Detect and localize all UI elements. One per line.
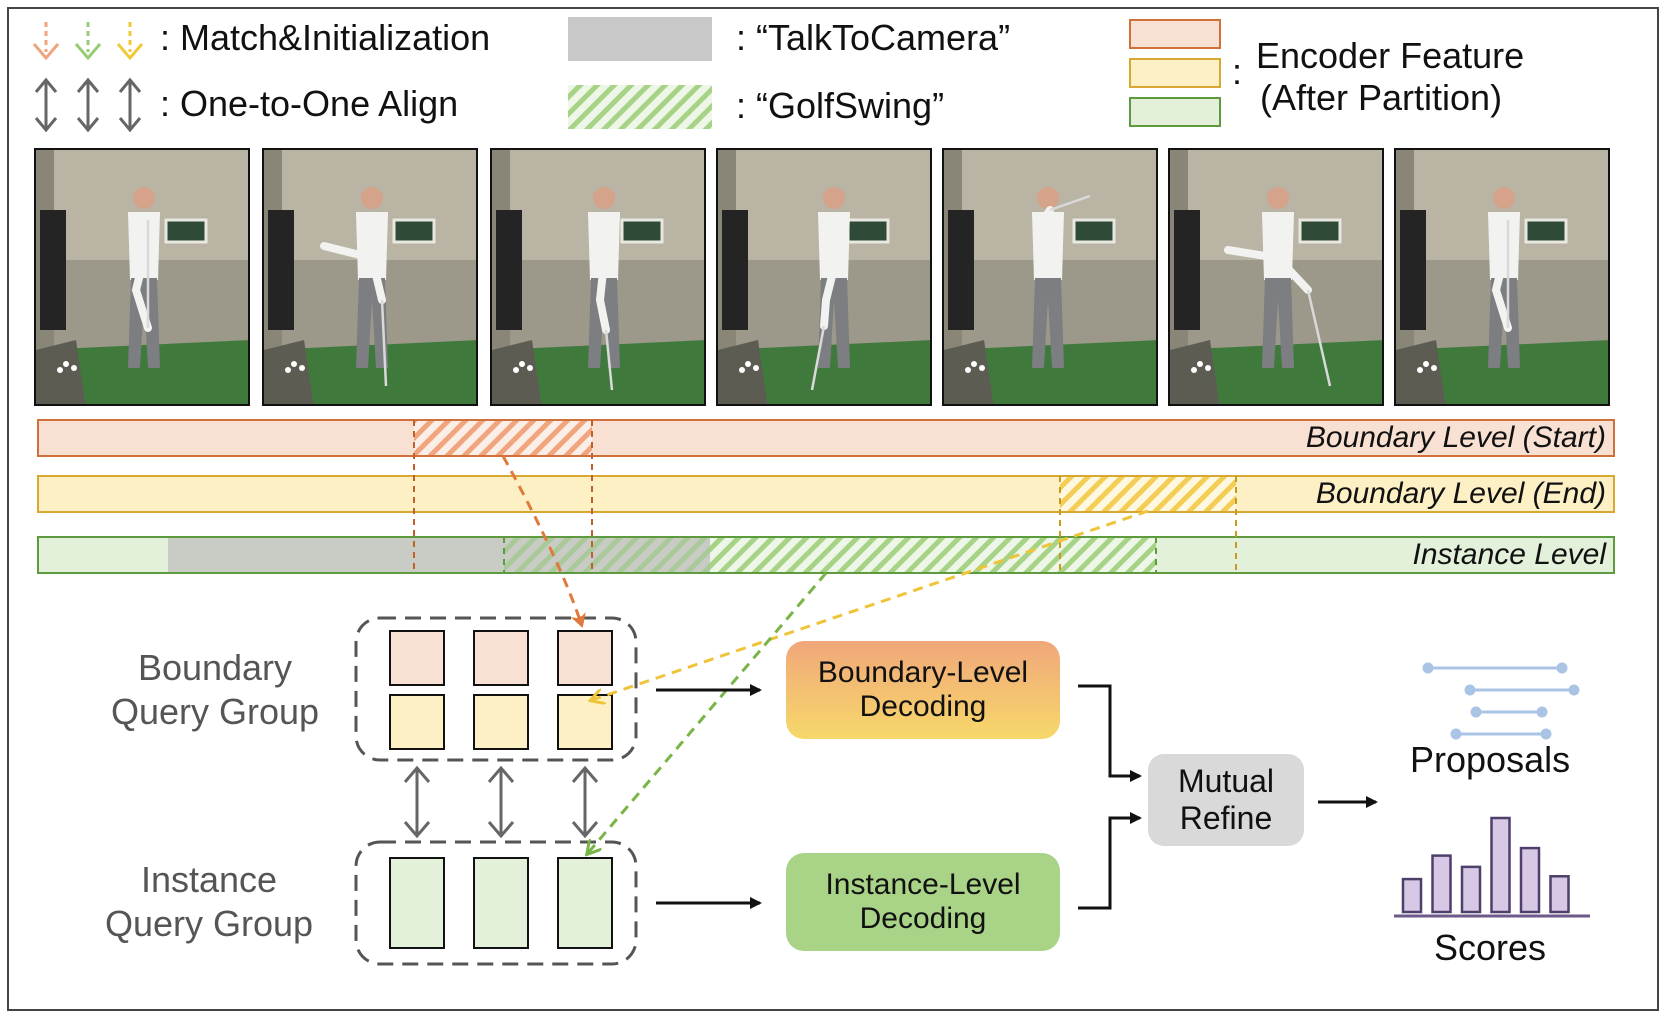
legend-golf-label: : “GolfSwing”: [736, 85, 945, 126]
instance-group-title-line1: Instance: [140, 859, 278, 900]
instance-group-frame: [354, 840, 638, 966]
boundary-decoding-line1: Boundary-Level: [817, 655, 1029, 689]
video-frame-5: [942, 148, 1158, 406]
boundary-group-title-line2: Query Group: [110, 691, 320, 732]
legend-instance-swatch: [1129, 97, 1221, 127]
guide-lines: [413, 420, 1237, 573]
proposals-label: Proposals: [1410, 739, 1571, 780]
green-match-arrow: [588, 572, 828, 853]
instance-group-title-line2: Query Group: [104, 903, 314, 944]
golfer-image: [944, 150, 1156, 404]
golfer-image: [718, 150, 930, 404]
legend-align-label: : One-to-One Align: [160, 83, 459, 124]
scores-label: Scores: [1434, 927, 1547, 968]
video-frame-3: [490, 148, 706, 406]
align-arrows: [403, 765, 599, 839]
boundary-decoding-box: [786, 641, 1060, 739]
golfer-image: [264, 150, 476, 404]
mutual-refine-label: Mutual Refine: [1148, 754, 1304, 846]
scores-chart: [1401, 816, 1570, 914]
video-frame-1: [34, 148, 250, 406]
legend-encoder-colon: :: [1232, 51, 1243, 92]
bar-instance-hatch: [710, 538, 1156, 572]
legend-talk-swatch: [568, 17, 712, 61]
bar-start-label: Boundary Level (Start): [1305, 421, 1606, 454]
video-frame-7: [1394, 148, 1610, 406]
orange-match-arrow: [501, 455, 586, 628]
instance-decoding-box: [786, 853, 1060, 951]
bar-end: [37, 475, 1615, 513]
legend-match-label: : Match&Initialization: [160, 17, 491, 58]
flow-arrows: [656, 684, 1378, 910]
bar-end-label: Boundary Level (End): [1315, 477, 1606, 510]
golfer-image: [36, 150, 248, 404]
yellow-match-arrow: [592, 509, 1149, 700]
legend-end-swatch: [1129, 58, 1221, 88]
boundary-decoding-line2: Decoding: [859, 690, 987, 723]
mutual-refine-line1: Mutual: [1177, 763, 1275, 800]
bar-end-hatch: [1060, 477, 1236, 511]
legend-talk-label: : “TalkToCamera”: [736, 17, 1011, 58]
instance-decoding-line2: Decoding: [859, 902, 987, 935]
instance-query-cells: [389, 857, 613, 949]
legend-encoder-line2: (After Partition): [1260, 77, 1503, 118]
boundary-decoding-label: Boundary-Level Decoding: [786, 641, 1060, 739]
golfer-image: [1396, 150, 1608, 404]
golfer-image: [492, 150, 704, 404]
boundary-group-title: Boundary Query Group: [90, 646, 340, 734]
video-frame-2: [262, 148, 478, 406]
legend-match-arrows: [32, 22, 144, 61]
bar-instance-label: Instance Level: [1412, 538, 1606, 571]
mutual-refine-box: [1148, 754, 1304, 846]
video-frame-6: [1168, 148, 1384, 406]
instance-decoding-line1: Instance-Level: [825, 867, 1021, 901]
boundary-query-cells: [389, 630, 613, 750]
score-bar-5: [1519, 846, 1541, 914]
bar-instance-overlap: [504, 538, 710, 572]
proposals-icon: [1422, 662, 1580, 740]
boundary-group-title-line1: Boundary: [137, 647, 293, 688]
legend-start-swatch: [1129, 19, 1221, 49]
score-bar-2: [1431, 854, 1452, 914]
bar-start: [37, 419, 1615, 457]
score-bar-6: [1549, 875, 1570, 914]
bar-start-hatch: [414, 421, 592, 455]
boundary-group-frame: [354, 616, 638, 762]
instance-decoding-label: Instance-Level Decoding: [786, 853, 1060, 951]
video-frame-4: [716, 148, 932, 406]
golfer-image: [1170, 150, 1382, 404]
legend-align-arrows: [34, 77, 142, 133]
mutual-refine-line2: Refine: [1179, 800, 1273, 836]
score-bar-3: [1460, 865, 1482, 914]
score-bar-1: [1401, 877, 1423, 914]
legend-encoder-line1: Encoder Feature: [1256, 35, 1525, 76]
score-bar-4: [1490, 816, 1511, 914]
outer-border: [7, 7, 1659, 1011]
instance-group-title: Instance Query Group: [84, 858, 334, 946]
legend-golf-swatch: [568, 85, 712, 129]
